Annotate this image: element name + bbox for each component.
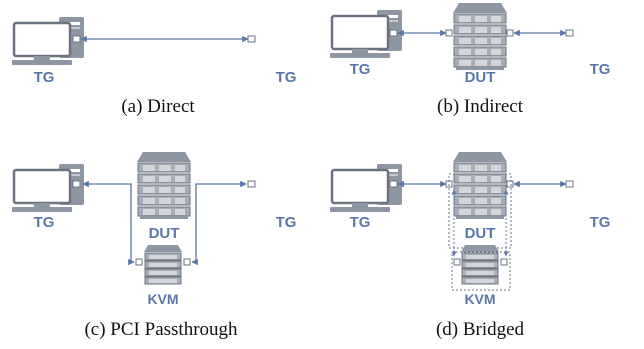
nic-port-icon [247, 180, 256, 188]
kvm-server-icon [460, 244, 500, 285]
nic-port-icon [72, 35, 81, 43]
nic-port-icon [506, 180, 514, 188]
tg-right-label: TG [276, 69, 297, 86]
tg-left-label: TG [350, 61, 371, 78]
dut-label: DUT [465, 69, 496, 86]
dut-server-icon [452, 151, 508, 220]
tg-left-label: TG [34, 69, 55, 86]
nic-port-icon [135, 258, 143, 266]
passthrough-link-right [191, 180, 247, 266]
nic-port-icon [389, 180, 398, 188]
dut-server-icon [136, 151, 192, 220]
nic-port-icon [500, 258, 508, 266]
tg-right-label: TG [276, 214, 297, 231]
tg-left-label: TG [350, 214, 371, 231]
caption-bridged: (d) Bridged [436, 319, 525, 340]
dut-server-icon [452, 2, 508, 71]
kvm-label: KVM [464, 291, 495, 307]
dut-label: DUT [465, 225, 496, 242]
kvm-server-icon [143, 244, 183, 285]
nic-port-icon [247, 35, 256, 43]
tg-left-computer-icon [10, 162, 86, 214]
panel-bridged: DUT TG TG KVM (d) Bridged [328, 151, 611, 340]
panel-pci-passthrough: DUT TG TG KVM (c) PCI Passthrough [10, 151, 297, 340]
panel-indirect: TG DUT TG (b) Indirect [328, 2, 611, 117]
panel-direct: TG TG (a) Direct [10, 15, 297, 117]
nic-port-icon [72, 180, 81, 188]
dut-label: DUT [149, 225, 180, 242]
caption-pci-passthrough: (c) PCI Passthrough [84, 319, 238, 340]
nic-port-icon [453, 258, 461, 266]
passthrough-link-left [82, 180, 135, 266]
kvm-label: KVM [147, 291, 178, 307]
nic-port-icon [565, 29, 574, 37]
tg-left-computer-icon [328, 162, 404, 214]
caption-indirect: (b) Indirect [437, 96, 524, 117]
tg-right-label: TG [590, 61, 611, 78]
nic-port-icon [389, 29, 398, 37]
nic-port-icon [445, 29, 453, 37]
nic-port-icon [183, 258, 191, 266]
tg-right-label: TG [590, 214, 611, 231]
caption-direct: (a) Direct [121, 96, 195, 117]
nic-port-icon [506, 29, 514, 37]
tg-left-label: TG [34, 214, 55, 231]
kvm-bridge-box [451, 251, 511, 291]
nic-port-icon [565, 180, 574, 188]
